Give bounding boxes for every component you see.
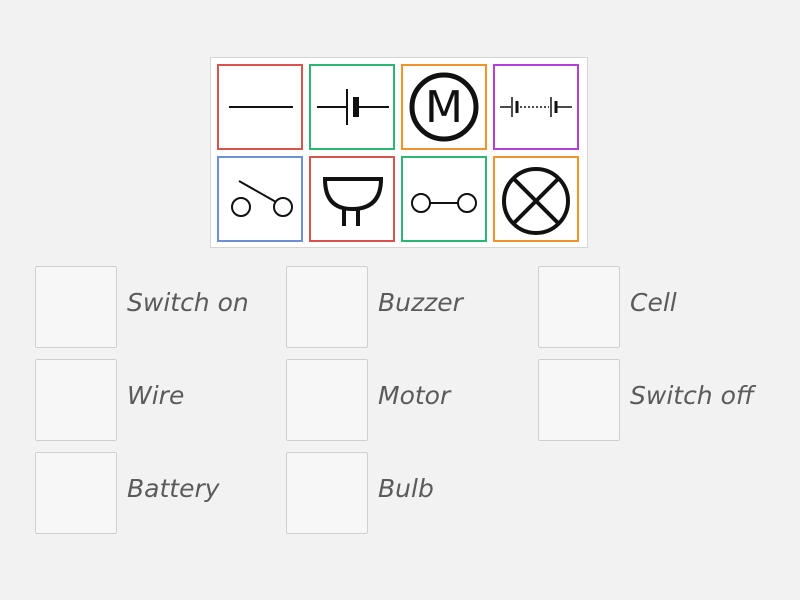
drop-zone-motor[interactable] [286,359,368,441]
cell-icon [317,89,389,125]
label-battery: Battery [127,474,220,503]
motor-icon: M [409,72,479,142]
drop-zone-switch-on[interactable] [35,266,117,348]
bulb-icon [502,167,570,235]
drop-zone-buzzer[interactable] [286,266,368,348]
label-wire: Wire [127,381,185,410]
motor-letter: M [425,82,463,133]
drop-zone-battery[interactable] [35,452,117,534]
label-switch-on: Switch on [127,288,249,317]
label-motor: Motor [378,381,451,410]
symbol-tile-bulb[interactable] [493,156,579,242]
label-cell: Cell [630,288,677,317]
symbol-tile-battery[interactable] [493,64,579,150]
symbol-tile-switch-off[interactable] [217,156,303,242]
closed-switch-icon [411,193,477,213]
label-switch-off: Switch off [630,381,754,410]
symbol-tile-switch-on[interactable] [401,156,487,242]
battery-icon [500,97,572,117]
label-buzzer: Buzzer [378,288,463,317]
symbol-tile-motor[interactable]: M [401,64,487,150]
label-bulb: Bulb [378,474,434,503]
buzzer-icon [322,177,384,226]
drop-zone-wire[interactable] [35,359,117,441]
symbol-tile-buzzer[interactable] [309,156,395,242]
symbol-tile-wire[interactable] [217,64,303,150]
drop-zone-bulb[interactable] [286,452,368,534]
open-switch-icon [231,180,293,217]
symbol-panel: M [210,57,588,248]
symbol-tile-cell[interactable] [309,64,395,150]
wire-icon [229,106,293,108]
drop-zone-switch-off[interactable] [538,359,620,441]
drop-zone-cell[interactable] [538,266,620,348]
